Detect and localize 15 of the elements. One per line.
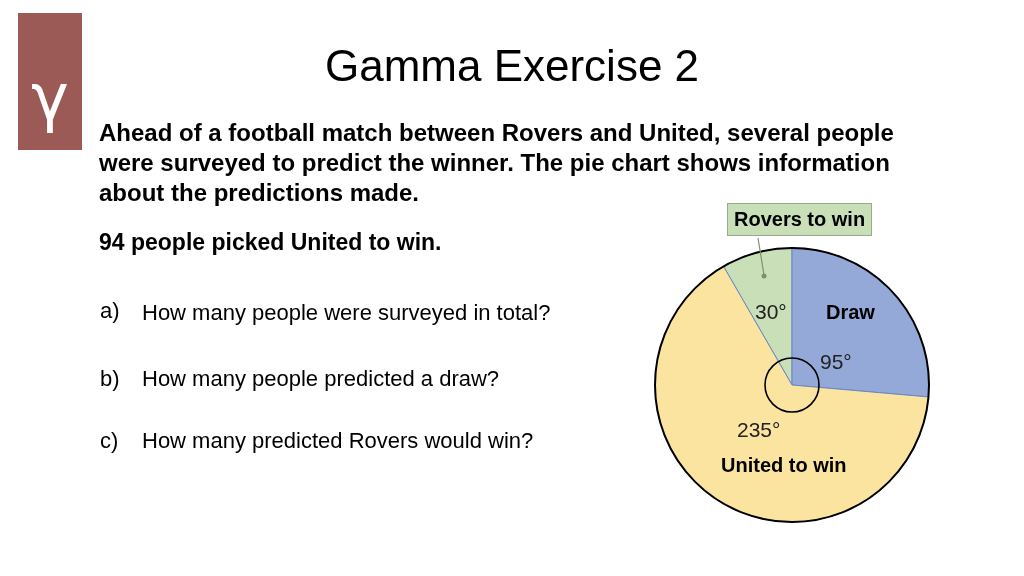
badge-letter: γ bbox=[18, 13, 82, 150]
question-marker: b) bbox=[100, 366, 120, 392]
slice-label-box: Rovers to win bbox=[727, 203, 873, 236]
question-marker: c) bbox=[100, 428, 119, 454]
question-text: How many predicted Rovers would win? bbox=[142, 428, 535, 454]
angle-label: 95° bbox=[820, 350, 852, 374]
question-text: How many people were surveyed in total? bbox=[142, 299, 552, 327]
slice-label: Draw bbox=[826, 301, 875, 324]
question-marker: a) bbox=[100, 298, 120, 324]
angle-label: 30° bbox=[755, 300, 787, 324]
question-text: How many people predicted a draw? bbox=[142, 366, 501, 392]
given-fact: 94 people picked United to win. bbox=[99, 229, 442, 256]
angle-label: 235° bbox=[737, 418, 781, 442]
slice-label: United to win bbox=[721, 454, 847, 477]
slide-title: Gamma Exercise 2 bbox=[323, 40, 701, 92]
